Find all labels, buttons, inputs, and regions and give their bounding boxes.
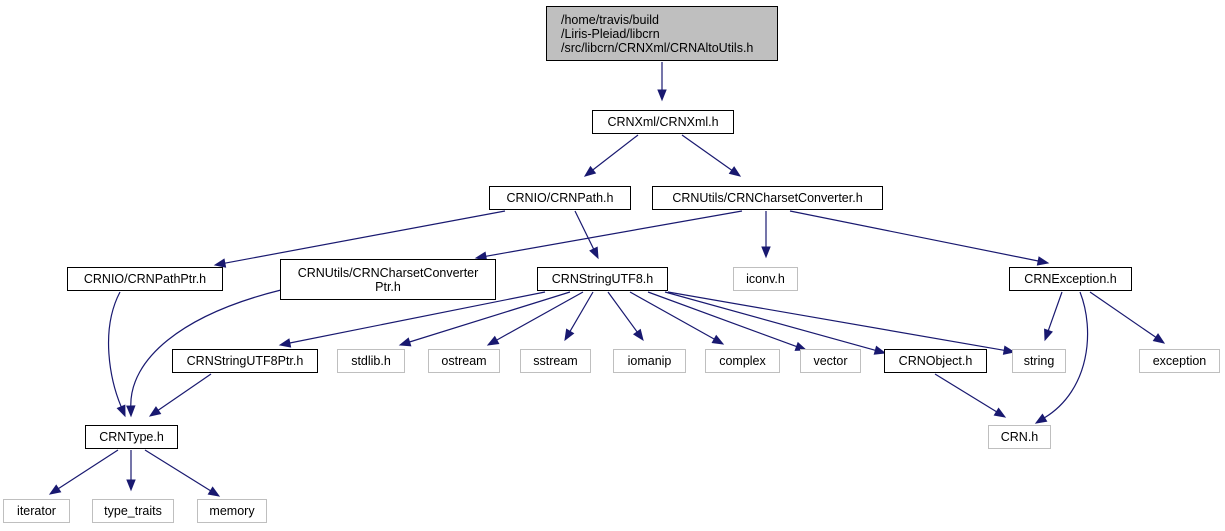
node-complex[interactable]: complex [705,349,780,373]
arrowhead-crntype-to-memory [207,486,221,497]
arrowhead-stringutf8-to-sstream [564,328,575,342]
edge-stringutf8-to-vector [647,291,797,348]
edge-crnpath-to-stringutf8 [574,210,595,250]
arrowhead-exception_h-to-exception [1152,333,1166,344]
arrowhead-stringutf8ptr-to-crntype [148,406,162,417]
arrowhead-crnpath-to-pathptr [213,258,227,268]
node-vector[interactable]: vector [800,349,861,373]
arrowhead-stringutf8-to-string [1002,345,1016,355]
arrowhead-crnpath-to-stringutf8 [589,246,599,260]
arrowhead-stringutf8-to-crnobject [873,345,887,355]
node-crnexception[interactable]: CRNException.h [1009,267,1132,291]
edge-charset-to-exception_h [789,210,1039,262]
edge-stringutf8-to-string [667,291,1005,351]
arrowhead-crntype-to-type_traits [126,479,136,492]
edge-stringutf8-to-crnobject [664,291,876,351]
node-exception[interactable]: exception [1139,349,1220,373]
node-crnpathptr[interactable]: CRNIO/CRNPathPtr.h [67,267,223,291]
node-charset-converter[interactable]: CRNUtils/CRNCharsetConverter.h [652,186,883,210]
node-ostream[interactable]: ostream [428,349,500,373]
arrowhead-charset-to-exception_h [1036,256,1050,266]
edge-crnobject-to-crn [934,373,997,413]
edge-crnxml-to-crnpath [592,134,639,171]
edge-crntype-to-iterator [58,449,119,490]
node-crnpath[interactable]: CRNIO/CRNPath.h [489,186,631,210]
node-crnxml[interactable]: CRNXml/CRNXml.h [592,110,734,134]
arrowhead-pathptr-to-crntype [116,404,126,418]
node-stringutf8ptr[interactable]: CRNStringUTF8Ptr.h [172,349,318,373]
node-string[interactable]: string [1012,349,1066,373]
arrowhead-stringutf8-to-complex [711,334,725,345]
arrowhead-exception_h-to-crn [1034,413,1048,424]
edge-stringutf8-to-sstream [569,291,594,332]
arrowhead-crnobject-to-crn [993,407,1007,418]
node-sstream[interactable]: sstream [520,349,591,373]
edge-stringutf8-to-ostream [496,291,584,341]
edge-crnxml-to-charset [681,134,733,171]
node-crntype[interactable]: CRNType.h [85,425,178,449]
node-type-traits[interactable]: type_traits [92,499,174,523]
edge-charset-to-charsetptr [485,210,743,257]
node-iterator[interactable]: iterator [3,499,70,523]
edge-stringutf8ptr-to-crntype [157,373,212,411]
edge-pathptr-to-crntype [107,291,122,408]
edge-exception_h-to-exception [1089,291,1157,338]
edge-stringutf8-to-iomanip [607,291,638,333]
edge-crnpath-to-pathptr [224,210,506,264]
arrowhead-charsetptr-to-crntype [126,405,136,418]
edge-stringutf8-to-stringutf8ptr [289,291,546,344]
arrowhead-stringutf8-to-stdlib [398,337,412,347]
arrowhead-root-to-crnxml [657,89,667,102]
edge-stringutf8-to-complex [629,291,715,340]
node-stdlib[interactable]: stdlib.h [337,349,405,373]
node-crnobject[interactable]: CRNObject.h [884,349,987,373]
arrowhead-exception_h-to-string [1044,328,1053,342]
arrowhead-stringutf8-to-ostream [486,335,500,346]
node-charset-converter-ptr[interactable]: CRNUtils/CRNCharsetConverter Ptr.h [280,259,496,300]
arrowhead-crnxml-to-crnpath [583,165,597,177]
node-crn[interactable]: CRN.h [988,425,1051,449]
node-stringutf8[interactable]: CRNStringUTF8.h [537,267,668,291]
node-iomanip[interactable]: iomanip [613,349,686,373]
root-file-node: /home/travis/build /Liris-Pleiad/libcrn … [546,6,778,61]
node-iconv[interactable]: iconv.h [733,267,798,291]
edge-stringutf8-to-stdlib [409,291,571,343]
node-memory[interactable]: memory [197,499,267,523]
edge-exception_h-to-string [1047,291,1063,331]
arrowhead-crntype-to-iterator [48,484,62,495]
arrowhead-crnxml-to-charset [728,166,742,177]
arrowhead-charset-to-iconv [761,246,771,259]
edge-charsetptr-to-crntype [130,289,282,407]
edge-exception_h-to-crn [1044,291,1089,419]
arrowhead-stringutf8-to-iomanip [632,328,644,342]
arrowhead-stringutf8-to-stringutf8ptr [278,338,292,348]
edge-crntype-to-memory [144,449,211,492]
edges-layer [48,62,1166,497]
